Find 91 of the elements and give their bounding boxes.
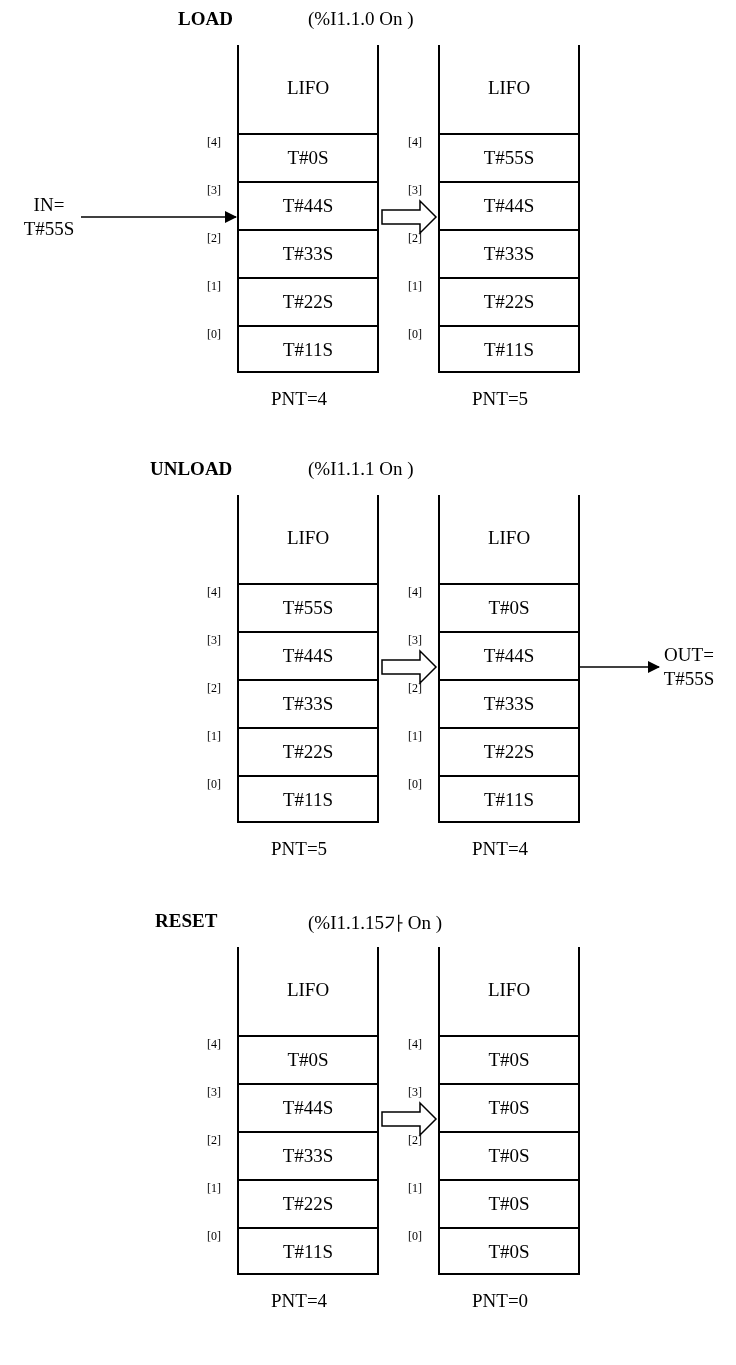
- index-label: [4]: [207, 585, 221, 600]
- stack-cell: T#55S: [440, 133, 578, 181]
- index-label: [1]: [408, 1181, 422, 1196]
- index-label: [0]: [408, 777, 422, 792]
- index-label: [4]: [408, 585, 422, 600]
- index-label: [3]: [408, 183, 422, 198]
- index-label: [0]: [207, 777, 221, 792]
- stack-cell: T#22S: [239, 277, 377, 325]
- stack-title: LIFO: [486, 979, 532, 1001]
- stack-cell: T#33S: [440, 679, 578, 727]
- index-label: [4]: [408, 1037, 422, 1052]
- stack-cell: T#44S: [239, 631, 377, 679]
- block-arrow: [381, 199, 438, 235]
- condition-label: (%I1.1.15가 On ): [308, 911, 443, 935]
- stack-container: [438, 45, 580, 373]
- index-label: [1]: [207, 1181, 221, 1196]
- stack-cell: T#0S: [440, 1227, 578, 1275]
- output-label: OUT= T#55S: [660, 643, 718, 691]
- index-label: [2]: [207, 681, 221, 696]
- condition-label: (%I1.1.0 On ): [308, 8, 414, 30]
- index-label: [3]: [207, 633, 221, 648]
- section-heading: UNLOAD: [150, 458, 233, 480]
- index-label: [1]: [207, 729, 221, 744]
- stack-cell: T#0S: [440, 1083, 578, 1131]
- index-label: [2]: [408, 231, 422, 246]
- index-label: [2]: [207, 231, 221, 246]
- index-label: [0]: [408, 1229, 422, 1244]
- stack-cell: T#44S: [440, 631, 578, 679]
- stack-container: [237, 947, 379, 1275]
- stack-cell: T#55S: [239, 583, 377, 631]
- block-arrow: [381, 649, 438, 685]
- stack-cell: T#0S: [440, 1035, 578, 1083]
- stack-cell: T#44S: [239, 181, 377, 229]
- index-label: [1]: [207, 279, 221, 294]
- condition-label: (%I1.1.1 On ): [308, 458, 414, 480]
- stack-title: LIFO: [486, 77, 532, 99]
- index-label: [1]: [408, 279, 422, 294]
- pointer-label: PNT=5: [472, 388, 529, 410]
- stack-cell: T#0S: [440, 1179, 578, 1227]
- index-label: [3]: [408, 633, 422, 648]
- index-label: [3]: [207, 1085, 221, 1100]
- index-label: [4]: [207, 1037, 221, 1052]
- stack-cell: T#0S: [239, 1035, 377, 1083]
- index-label: [0]: [207, 1229, 221, 1244]
- pointer-label: PNT=4: [472, 838, 529, 860]
- section-heading: RESET: [155, 910, 218, 932]
- stack-cell: T#22S: [440, 277, 578, 325]
- index-label: [3]: [207, 183, 221, 198]
- stack-cell: T#0S: [239, 133, 377, 181]
- pointer-label: PNT=5: [271, 838, 328, 860]
- block-arrow: [381, 1101, 438, 1137]
- stack-cell: T#22S: [239, 727, 377, 775]
- stack-cell: T#11S: [239, 775, 377, 823]
- stack-cell: T#44S: [239, 1083, 377, 1131]
- pointer-label: PNT=0: [472, 1290, 529, 1312]
- stack-cell: T#33S: [239, 1131, 377, 1179]
- index-label: [0]: [408, 327, 422, 342]
- section-heading: LOAD: [178, 8, 233, 30]
- stack-title: LIFO: [285, 527, 331, 549]
- stack-container: [237, 45, 379, 373]
- stack-cell: T#33S: [239, 229, 377, 277]
- index-label: [1]: [408, 729, 422, 744]
- stack-cell: T#22S: [440, 727, 578, 775]
- index-label: [4]: [207, 135, 221, 150]
- index-label: [3]: [408, 1085, 422, 1100]
- index-label: [2]: [207, 1133, 221, 1148]
- index-label: [2]: [408, 681, 422, 696]
- index-label: [0]: [207, 327, 221, 342]
- index-label: [4]: [408, 135, 422, 150]
- pointer-label: PNT=4: [271, 388, 328, 410]
- stack-container: [438, 495, 580, 823]
- stack-cell: T#11S: [239, 1227, 377, 1275]
- pointer-label: PNT=4: [271, 1290, 328, 1312]
- stack-title: LIFO: [285, 979, 331, 1001]
- arrow: [579, 661, 660, 673]
- stack-cell: T#33S: [440, 229, 578, 277]
- stack-cell: T#33S: [239, 679, 377, 727]
- stack-cell: T#11S: [239, 325, 377, 373]
- input-label: IN= T#55S: [20, 193, 78, 241]
- stack-cell: T#11S: [440, 325, 578, 373]
- stack-container: [237, 495, 379, 823]
- stack-title: LIFO: [285, 77, 331, 99]
- stack-container: [438, 947, 580, 1275]
- stack-cell: T#0S: [440, 583, 578, 631]
- stack-cell: T#44S: [440, 181, 578, 229]
- stack-cell: T#0S: [440, 1131, 578, 1179]
- stack-title: LIFO: [486, 527, 532, 549]
- arrow: [80, 211, 237, 223]
- stack-cell: T#11S: [440, 775, 578, 823]
- stack-cell: T#22S: [239, 1179, 377, 1227]
- index-label: [2]: [408, 1133, 422, 1148]
